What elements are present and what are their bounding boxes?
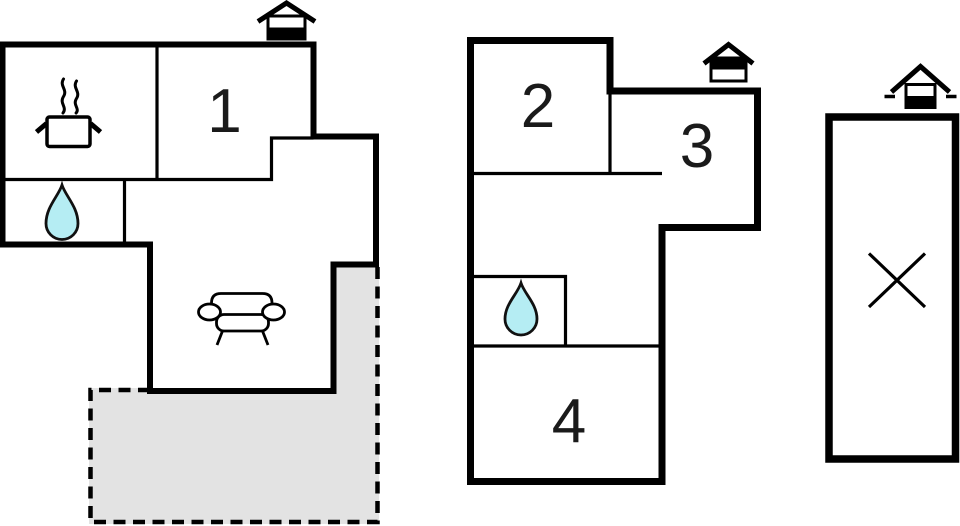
- sofa-seat: [215, 313, 270, 333]
- house-ground-floor-icon-main: [256, 0, 317, 41]
- sofa-arm-right: [261, 302, 286, 322]
- building-main: 1: [0, 0, 380, 525]
- house-roof: [889, 63, 952, 94]
- annex-interior-walls: [470, 91, 662, 348]
- building-outbuilding: [825, 63, 960, 463]
- annex-outer-walls: [467, 37, 761, 485]
- sofa-legs: [215, 330, 270, 346]
- cross-icon: [867, 252, 927, 309]
- house-upper-floor-icon-annex: [702, 41, 755, 83]
- water-drop-icon-annex: [503, 278, 539, 337]
- room-4-number: 4: [552, 387, 586, 456]
- room-2-number: 2: [521, 72, 555, 141]
- hotplate-steam-icon: [34, 77, 103, 149]
- house-filled-level: [904, 96, 937, 109]
- house-roof: [256, 0, 317, 24]
- steam-wave-left: [60, 77, 67, 115]
- water-drop-icon-main: [44, 180, 80, 241]
- building-annex: 2 3 4: [467, 37, 761, 485]
- pot-handles: [34, 121, 103, 134]
- steam-wave-right: [73, 79, 80, 115]
- pot-body: [45, 115, 92, 149]
- terrace-dashed-boundary: [88, 266, 380, 525]
- main-interior-walls: [2, 44, 314, 245]
- room-3-number: 3: [680, 112, 714, 181]
- house-filled-level: [709, 56, 748, 70]
- outbuilding-walls: [825, 113, 960, 463]
- main-outer-walls: [0, 41, 379, 394]
- sofa-arm-left: [197, 302, 222, 322]
- room-1-number: 1: [207, 77, 241, 146]
- house-ground-floor-icon-outbuilding: [884, 63, 957, 109]
- sofa-icon: [197, 292, 286, 346]
- sofa-back: [210, 292, 274, 319]
- house-roof: [702, 41, 755, 66]
- house-filled-level: [266, 27, 307, 41]
